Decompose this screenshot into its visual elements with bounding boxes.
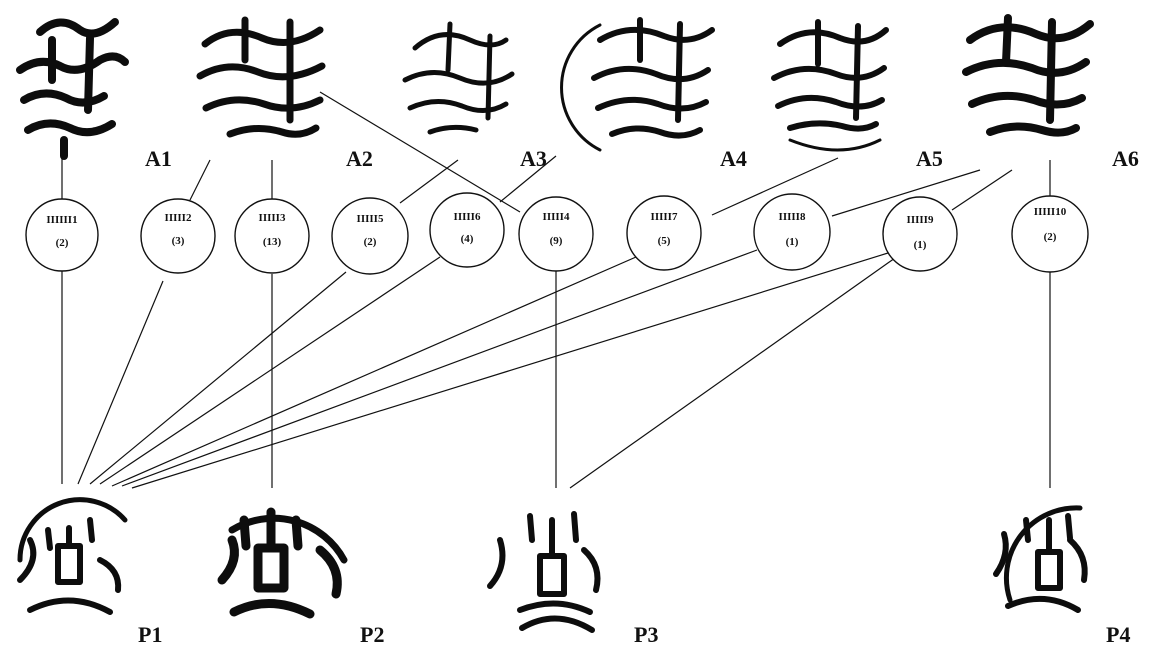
obverse-die-image xyxy=(560,17,715,152)
pair-node-id: IIIIII1 xyxy=(46,214,77,226)
pair-node-count: (4) xyxy=(461,233,474,245)
pair-node: IIIII8 (1) xyxy=(753,193,831,271)
obverse-die-image xyxy=(16,18,129,160)
obverse-label: A2 xyxy=(346,146,373,171)
reverse-die-image xyxy=(217,507,348,619)
link-a2-pair4 xyxy=(319,91,521,213)
reverse-label: P1 xyxy=(138,622,162,647)
link-pair9-p1 xyxy=(131,252,889,489)
link-a4-pair6 xyxy=(499,155,557,203)
pair-node-id: IIIII6 xyxy=(454,211,481,223)
obverse-label: A3 xyxy=(520,146,547,171)
obverse-label: A4 xyxy=(720,146,747,171)
pair-node-count: (3) xyxy=(172,235,185,247)
link-a6-pair8 xyxy=(831,169,981,217)
pair-node-id: IIIII2 xyxy=(165,212,192,224)
link-a2-pair2 xyxy=(189,159,211,201)
reverse-label: P4 xyxy=(1106,622,1130,647)
obverse-die-image xyxy=(962,14,1094,137)
pair-node-id: IIIII10 xyxy=(1034,206,1067,218)
pair-node-id: IIIII9 xyxy=(907,214,934,226)
obverse-label: A6 xyxy=(1112,146,1139,171)
pair-node: IIIII6 (4) xyxy=(429,192,505,268)
pair-node: IIIII5 (2) xyxy=(331,197,409,275)
link-pair5-p1 xyxy=(89,271,347,485)
link-a6-pair9 xyxy=(951,169,1013,211)
pair-node-count: (2) xyxy=(1044,231,1057,243)
pair-node-count: (1) xyxy=(914,239,927,251)
obverse-die-image xyxy=(196,16,326,138)
reverse-label: P2 xyxy=(360,622,384,647)
pair-node-count: (5) xyxy=(658,235,671,247)
pair-node-id: IIIII4 xyxy=(543,211,570,223)
pair-node-count: (1) xyxy=(786,236,799,248)
reverse-die-image xyxy=(487,511,601,633)
link-a5-pair7 xyxy=(711,157,839,216)
pair-node: IIIII7 (5) xyxy=(626,195,702,271)
pair-node: IIIII10 (2) xyxy=(1011,195,1089,273)
pair-node-count: (2) xyxy=(56,237,69,249)
pair-node: IIIIII1 (2) xyxy=(25,198,99,272)
die-links xyxy=(61,91,1051,489)
link-pair7-p1 xyxy=(111,256,637,487)
pair-node-count: (13) xyxy=(263,236,282,248)
pair-node-id: IIIII3 xyxy=(259,212,286,224)
reverse-die-image xyxy=(993,505,1088,613)
obverse-label: A5 xyxy=(916,146,943,171)
pair-node-count: (9) xyxy=(550,235,563,247)
link-pair6-p1 xyxy=(99,256,441,485)
link-pair9-p3 xyxy=(569,257,896,489)
obverse-die-image xyxy=(402,21,515,135)
link-pair8-p1 xyxy=(121,249,758,487)
pair-node-count: (2) xyxy=(364,236,377,248)
link-a3-pair5 xyxy=(399,159,459,204)
pair-node: IIIII4 (9) xyxy=(518,196,594,272)
obverse-label: A1 xyxy=(145,146,172,171)
pair-node: IIIII3 (13) xyxy=(234,198,310,274)
link-pair2-p1 xyxy=(77,280,164,485)
pair-node-id: IIIII7 xyxy=(651,211,678,223)
pair-node-id: IIIII5 xyxy=(357,213,384,225)
pair-node-id: IIIII8 xyxy=(779,211,806,223)
reverse-label: P3 xyxy=(634,622,658,647)
pair-node: IIIII9 (1) xyxy=(882,196,958,272)
reverse-die-image xyxy=(17,497,128,615)
obverse-die-image xyxy=(771,19,889,152)
pair-node: IIIII2 (3) xyxy=(140,198,216,274)
